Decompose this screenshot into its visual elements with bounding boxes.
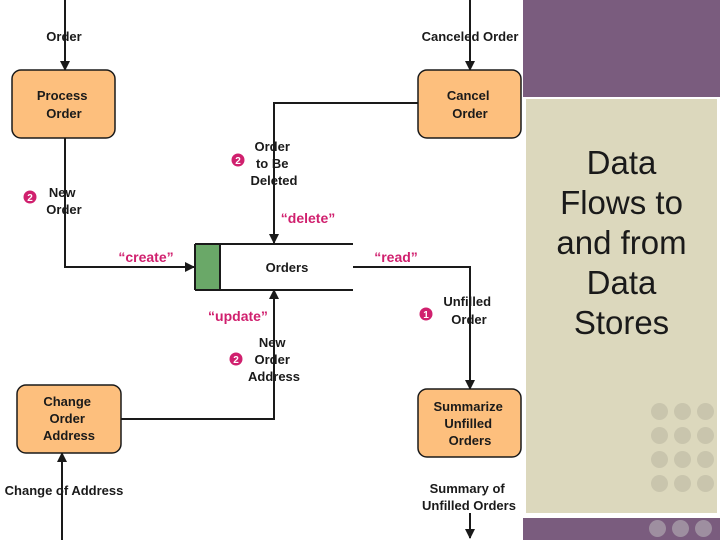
data-store-orders: Orders — [194, 243, 353, 291]
svg-text:Cancel Order: Cancel Order — [447, 88, 493, 121]
data-flow-diagram: Process Order Cancel Order Change Order … — [5, 0, 522, 540]
flow-label-new-order: New Order — [46, 185, 81, 217]
decor-dot — [651, 427, 668, 444]
decor-dot — [695, 520, 712, 537]
operation-read: “read” — [374, 249, 418, 265]
svg-text:2: 2 — [27, 193, 33, 204]
decor-dot — [697, 403, 714, 420]
process-summarize-unfilled-orders: Summarize Unfilled Orders — [417, 388, 522, 458]
decor-dot — [674, 475, 691, 492]
decor-dot — [697, 451, 714, 468]
badge-new-order: 2 — [23, 190, 37, 204]
flow-line-unfilled-order — [353, 266, 475, 390]
flow-label-canceled-order-in: Canceled Order — [422, 29, 519, 44]
process-cancel-order: Cancel Order — [417, 69, 522, 139]
decor-dot — [651, 451, 668, 468]
svg-text:Summarize Unfilled: Summarize Unfilled Orders — [434, 399, 507, 448]
flow-label-summary-out: Summary of Unfilled Orders — [422, 481, 516, 513]
decor-dot — [649, 520, 666, 537]
flow-label-change-of-address: Change of Address — [5, 483, 124, 498]
decor-dot — [651, 475, 668, 492]
badge-order-to-delete: 2 — [231, 153, 245, 167]
decor-dot — [697, 427, 714, 444]
decor-dot — [697, 475, 714, 492]
flow-line-order-to-delete — [269, 102, 418, 244]
process-change-order-address: Change Order Address — [16, 384, 122, 454]
process-order: Process Order — [11, 69, 116, 139]
decor-dot — [674, 427, 691, 444]
svg-text:2: 2 — [235, 156, 241, 167]
flow-label-new-order-address: New Order Address — [248, 335, 300, 384]
side-header-bar — [523, 0, 720, 97]
decor-dot — [672, 520, 689, 537]
side-title-panel: Data Flows to and from Data Stores — [523, 99, 717, 513]
badge-unfilled-order: 1 — [419, 307, 433, 321]
flow-line-new-order-address — [121, 289, 279, 420]
flow-label-order-to-delete: Order to Be Deleted — [251, 139, 298, 188]
slide-title: Data Flows to and from Data Stores — [556, 144, 687, 341]
operation-update: “update” — [208, 308, 268, 324]
flow-line-new-order — [64, 138, 195, 272]
svg-text:Orders: Orders — [266, 260, 309, 275]
decor-dot — [674, 403, 691, 420]
operation-create: “create” — [118, 249, 173, 265]
decor-dot — [674, 451, 691, 468]
svg-text:Change Order Addre: Change Order Address — [43, 394, 95, 443]
side-footer-bar — [523, 518, 720, 540]
svg-text:Process Order: Process Order — [37, 88, 91, 121]
flow-label-order-in: Order — [46, 29, 81, 44]
operation-delete: “delete” — [281, 210, 335, 226]
badge-new-order-address: 2 — [229, 352, 243, 366]
svg-text:1: 1 — [423, 310, 429, 321]
svg-text:2: 2 — [233, 355, 239, 366]
decor-dot — [651, 403, 668, 420]
flow-label-unfilled-order: Unfilled Order — [443, 294, 494, 327]
